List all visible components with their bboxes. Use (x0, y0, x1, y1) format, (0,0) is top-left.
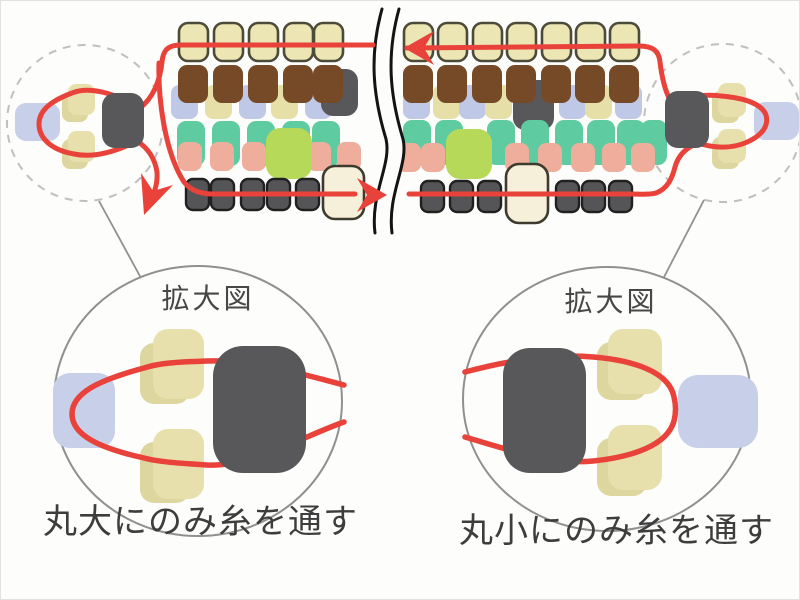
bead (505, 21, 538, 63)
bead (312, 21, 345, 63)
bead (538, 143, 562, 172)
bead (213, 65, 243, 103)
bead (631, 143, 655, 172)
bead (540, 21, 573, 63)
bead (248, 65, 278, 103)
bead (102, 93, 144, 148)
bead (571, 143, 595, 172)
bead (506, 65, 536, 103)
bead (177, 21, 210, 63)
leader-line-right (662, 199, 705, 280)
magnified-view-label-right: 拡大図 (564, 286, 658, 317)
bead (665, 91, 709, 148)
bead (337, 142, 361, 171)
caption-left: 丸大にのみ糸を通す (43, 503, 358, 541)
bead (247, 21, 280, 63)
leader-line-left (98, 200, 142, 279)
bead (307, 142, 331, 171)
bead (446, 129, 492, 179)
thread-right (404, 43, 770, 197)
bead (608, 329, 662, 394)
thread-arrow-right (357, 178, 387, 212)
bead (212, 21, 245, 63)
bead (503, 348, 586, 473)
caption-right: 丸小にのみ糸を通す (459, 512, 774, 550)
bead (178, 65, 208, 103)
thread-bottom-left (156, 60, 358, 197)
thread-arrow-down (141, 173, 173, 215)
bead (53, 373, 115, 448)
bead (421, 143, 445, 172)
break-gap (374, 9, 405, 233)
bead (678, 375, 758, 448)
bead (210, 142, 234, 171)
magnified-view-label-left: 拡大図 (161, 283, 255, 314)
break-wavy-line-right (389, 7, 406, 235)
bead (213, 346, 306, 473)
bead (313, 65, 343, 103)
bead (403, 65, 433, 103)
bead (574, 21, 607, 63)
bead (178, 142, 202, 171)
bead (242, 142, 266, 171)
bead (609, 65, 639, 103)
bead (602, 143, 626, 172)
bead (541, 65, 571, 103)
thread-arrow-left (404, 31, 434, 65)
bead (608, 425, 662, 490)
bead (282, 21, 315, 63)
bead (471, 21, 504, 63)
bead-band (15, 21, 799, 503)
bead (266, 128, 312, 179)
bead (718, 83, 746, 117)
bead (283, 65, 313, 103)
bead (437, 65, 467, 103)
bead (575, 65, 605, 103)
bead (608, 21, 641, 63)
bead (436, 21, 469, 63)
gray-beads-overlay (102, 91, 709, 473)
bead (472, 65, 502, 103)
